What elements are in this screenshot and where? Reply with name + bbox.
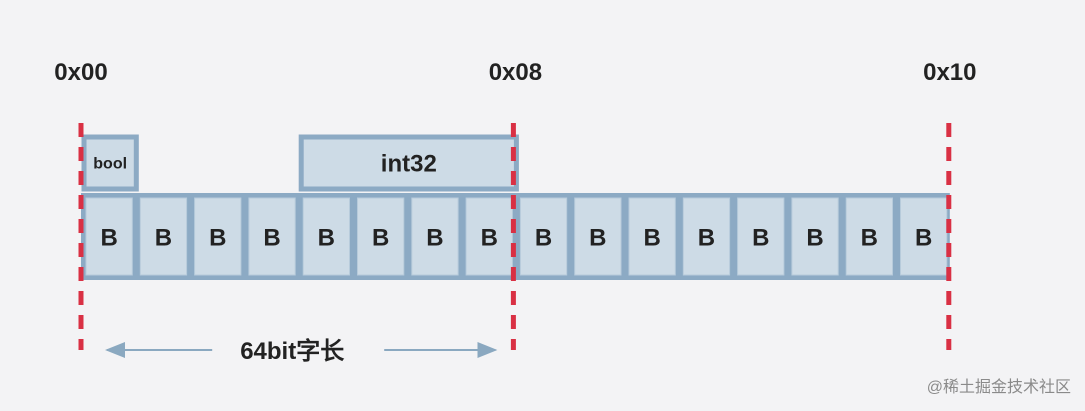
field-row: bool int32 <box>81 134 519 192</box>
byte-cell <box>139 197 188 276</box>
byte-cell <box>737 197 785 276</box>
byte-cell <box>411 197 459 276</box>
byte-cell <box>574 197 622 276</box>
byte-cell <box>791 197 839 276</box>
byte-cell-label: B <box>209 225 226 252</box>
byte-cell <box>682 197 731 276</box>
byte-cell <box>465 197 513 276</box>
byte-cell <box>357 197 405 276</box>
byte-cell <box>85 197 133 276</box>
word-size-label: 64bit字长 <box>240 337 345 365</box>
field-box <box>81 134 139 192</box>
address-labels: 0x00 0x08 0x10 <box>54 59 976 86</box>
field-label: int32 <box>381 150 437 177</box>
byte-cell <box>519 197 568 276</box>
byte-cell-label: B <box>318 225 335 252</box>
watermark-text: @稀土掘金技术社区 <box>927 378 1071 396</box>
byte-cell-label: B <box>263 225 280 252</box>
boundary-lines <box>78 123 952 350</box>
byte-cell-label: B <box>752 225 769 252</box>
byte-cell <box>194 197 242 276</box>
byte-cell-label: B <box>861 225 878 252</box>
byte-cell-label: B <box>915 225 932 252</box>
field-label: bool <box>93 156 127 173</box>
byte-cell-label: B <box>100 225 117 252</box>
address-label: 0x08 <box>489 59 542 86</box>
byte-cell-label: B <box>806 225 823 252</box>
byte-cell-label: B <box>589 225 606 252</box>
address-label: 0x10 <box>923 59 976 86</box>
byte-cell-label: B <box>698 225 715 252</box>
byte-cell <box>845 197 894 276</box>
byte-cell <box>628 197 676 276</box>
byte-cell-label: B <box>481 225 498 252</box>
byte-cell-label: B <box>426 225 443 252</box>
byte-cell-label: B <box>372 225 389 252</box>
byte-cell <box>900 197 948 276</box>
byte-cell <box>248 197 296 276</box>
word-span: 64bit字长 <box>105 337 498 365</box>
byte-cell-label: B <box>643 225 660 252</box>
byte-cell <box>302 197 351 276</box>
byte-cell-label: B <box>155 225 172 252</box>
field-box <box>298 134 519 192</box>
address-label: 0x00 <box>54 59 107 86</box>
byte-cell-label: B <box>535 225 552 252</box>
